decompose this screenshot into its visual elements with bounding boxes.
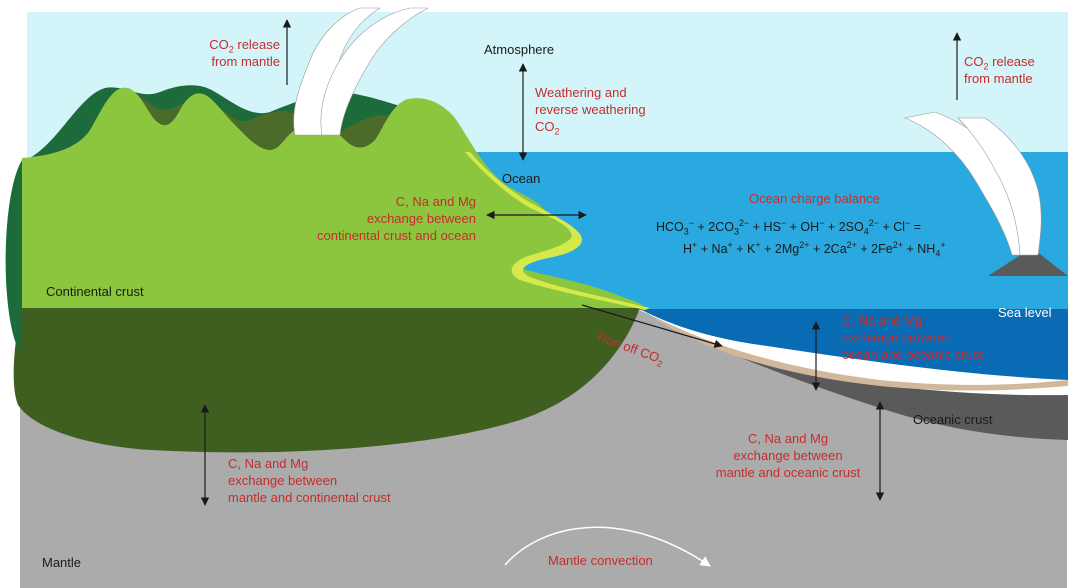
weathering-label: Weathering and reverse weathering CO2	[535, 85, 646, 137]
equation-token: + HS	[749, 220, 781, 234]
equation-token: 2+	[892, 239, 903, 250]
equation-token: + 2Mg	[760, 242, 800, 256]
arrow-run-off	[581, 304, 723, 348]
equation-token: + OH	[786, 220, 820, 234]
equation-token: H	[683, 242, 693, 256]
oceanic-crust-slab	[640, 310, 1068, 440]
equation-token: +	[727, 239, 733, 250]
equation-token: 2−	[868, 217, 879, 228]
equation-token: 3	[683, 226, 689, 237]
equation-token: 4	[935, 248, 941, 259]
mantle-label: Mantle	[42, 555, 82, 570]
charge-balance-equation-line2: H+ + Na+ + K+ + 2Mg2+ + 2Ca2+ + 2Fe2+ + …	[683, 240, 946, 258]
equation-token: + Cl	[879, 220, 906, 234]
equation-token: 3	[734, 226, 740, 237]
equation-token: −	[819, 217, 825, 228]
equation-token: + 2SO	[824, 220, 864, 234]
oceanic-crust-label: Oceanic crust	[913, 412, 993, 427]
exchange-mantle-oceanic-label: C, Na and Mg exchange between mantle and…	[715, 431, 861, 480]
co2-release-right-label: CO2 release from mantle	[964, 54, 1035, 86]
equation-token: −	[780, 217, 787, 228]
coastline-strip	[465, 152, 650, 310]
sediment-layer	[645, 312, 1068, 391]
mantle-convection-label: Mantle convection	[548, 553, 653, 568]
equation-token: +	[755, 239, 761, 250]
equation-token: + 2CO	[694, 220, 735, 234]
equation-token: =	[910, 220, 922, 234]
deep-ocean-region	[640, 309, 1068, 380]
land-edge-left	[5, 160, 22, 355]
charge-balance-equation-line1: HCO3− + 2CO32− + HS− + OH− + 2SO42− + Cl…	[656, 218, 921, 236]
continental-crust-label: Continental crust	[46, 284, 144, 299]
equation-token: 2+	[799, 239, 810, 250]
equation-token: HCO	[656, 220, 684, 234]
equation-token: + 2Fe	[856, 242, 893, 256]
mantle-region	[20, 310, 1068, 588]
equation-token: +	[692, 239, 698, 250]
equation-token: + K	[732, 242, 756, 256]
ocean-charge-balance-label: Ocean charge balance	[749, 191, 880, 206]
exchange-ocean-oceanic-label: C, Na and Mg exchange between ocean and …	[842, 313, 983, 362]
exchange-mantle-continental-label: C, Na and Mg exchange between mantle and…	[228, 456, 391, 505]
equation-token: 4	[863, 226, 869, 237]
arrow-mantle-convection	[504, 526, 711, 567]
volcano-smoke-right-2	[957, 117, 1042, 256]
equation-token: 2+	[846, 239, 857, 250]
equation-token: 2−	[739, 217, 750, 228]
equation-token: −	[905, 217, 911, 228]
equation-token: + NH	[903, 242, 936, 256]
sea-level-label: Sea level	[998, 305, 1052, 320]
volcano-cone-right	[988, 254, 1068, 276]
continental-crust-block	[13, 308, 640, 453]
exchange-continent-ocean-label: C, Na and Mg exchange between continenta…	[317, 194, 476, 243]
atmosphere-label: Atmosphere	[484, 42, 555, 57]
equation-token: −	[688, 217, 695, 228]
equation-token: + 2Ca	[809, 242, 847, 256]
co2-release-left-label: CO2 release from mantle	[209, 37, 280, 69]
mountains-light	[22, 87, 645, 308]
ocean-label: Ocean	[502, 171, 541, 186]
equation-token: +	[940, 239, 946, 250]
volcano-smoke-left-2	[320, 7, 429, 136]
equation-token: + Na	[697, 242, 728, 256]
